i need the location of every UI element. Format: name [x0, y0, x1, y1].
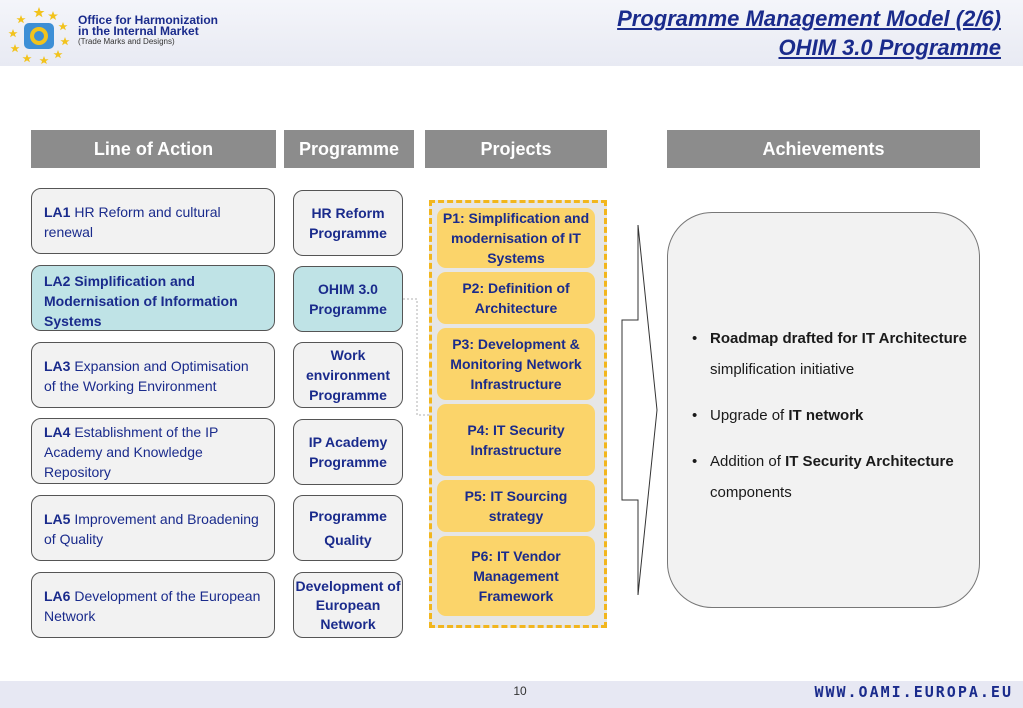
line-of-action-la5: LA5 Improvement and Broadening of Qualit… — [31, 495, 275, 561]
project-label: P2: Definition of Architecture — [462, 280, 570, 316]
page-number: 10 — [513, 684, 527, 698]
la-text: Expansion and Optimisation of the Workin… — [44, 358, 249, 394]
achievements-panel: • Roadmap drafted for IT Architecture sim… — [667, 212, 980, 608]
programme-european-network: Development of European Network — [293, 572, 403, 638]
programme-ip-academy: IP Academy Programme — [293, 419, 403, 485]
programme-ohim-3-0: OHIM 3.0 Programme — [293, 266, 403, 332]
la-code: LA3 — [44, 358, 71, 374]
programme-label: Work environment Programme — [305, 347, 390, 403]
project-label: P5: IT Sourcing strategy — [464, 488, 568, 524]
org-name-line1: Office for Harmonization — [78, 13, 219, 27]
column-header-achievements: Achievements — [667, 130, 980, 168]
bullet-icon: • — [692, 453, 698, 470]
achievement-pre: Upgrade of — [710, 407, 789, 424]
project-label: P3: Development & Monitoring Network Inf… — [450, 336, 582, 392]
footer-url-link[interactable]: WWW.OAMI.EUROPA.EU — [814, 683, 1013, 701]
footer-band — [0, 681, 1023, 708]
org-name-line3: (Trade Marks and Designs) — [78, 37, 175, 46]
project-p2: P2: Definition of Architecture — [437, 272, 595, 324]
column-header-line-of-action: Line of Action — [31, 130, 276, 168]
programme-quality: Programme Quality — [293, 495, 403, 561]
la-code: LA1 — [44, 204, 71, 220]
line-of-action-la1: LA1 HR Reform and cultural renewal — [31, 188, 275, 254]
la-code: LA5 — [44, 511, 71, 527]
slide-title: Programme Management Model (2/6) OHIM 3.… — [617, 4, 1001, 62]
programme-hr-reform: HR Reform Programme — [293, 190, 403, 256]
column-header-programme: Programme — [284, 130, 414, 168]
programme-label: Programme Quality — [309, 508, 387, 548]
header-band — [0, 0, 1023, 66]
la-code: LA2 — [44, 273, 71, 289]
programme-label: Development of European Network — [295, 577, 401, 632]
programme-label: IP Academy Programme — [308, 434, 388, 470]
project-p4: P4: IT Security Infrastructure — [437, 404, 595, 476]
org-name-line2: in the Internal Market — [78, 24, 199, 38]
achievement-item: • Roadmap drafted for IT Architecture sim… — [690, 323, 970, 385]
la-code: LA6 — [44, 588, 71, 604]
la-code: LA4 — [44, 424, 71, 440]
project-label: P1: Simplification and modernisation of … — [442, 210, 590, 266]
achievement-pre: Addition of — [710, 453, 786, 470]
programme-work-environment: Work environment Programme — [293, 342, 403, 408]
la-text: HR Reform and cultural renewal — [44, 204, 221, 240]
achievement-bold: IT network — [788, 407, 864, 424]
line-of-action-la2: LA2 Simplification and Modernisation of … — [31, 265, 275, 331]
la-text: Establishment of the IP Academy and Know… — [44, 424, 219, 480]
project-p3: P3: Development & Monitoring Network Inf… — [437, 328, 595, 400]
achievement-bold: Roadmap drafted for IT Architecture — [710, 330, 967, 347]
chevron-right-arrow-icon — [621, 225, 658, 595]
programme-label: HR Reform Programme — [309, 205, 387, 241]
project-label: P4: IT Security Infrastructure — [467, 422, 565, 458]
organization-name: Office for Harmonization in the Internal… — [78, 13, 219, 47]
project-p1: P1: Simplification and modernisation of … — [437, 208, 595, 268]
la-text: Improvement and Broadening of Quality — [44, 511, 259, 547]
line-of-action-la6: LA6 Development of the European Network — [31, 572, 275, 638]
ohim-logo-icon — [8, 7, 70, 64]
achievement-rest: simplification initiative — [710, 361, 855, 378]
bullet-icon: • — [692, 330, 698, 347]
column-header-projects: Projects — [425, 130, 607, 168]
bullet-icon: • — [692, 407, 698, 424]
line-of-action-la3: LA3 Expansion and Optimisation of the Wo… — [31, 342, 275, 408]
achievement-item: • Addition of IT Security Architecture co… — [690, 446, 970, 508]
programme-connector-line — [403, 298, 437, 416]
project-label: P6: IT Vendor Management Framework — [471, 548, 561, 604]
achievement-item: • Upgrade of IT network — [690, 400, 970, 431]
la-text: Development of the European Network — [44, 588, 261, 624]
la-text: Simplification and Modernisation of Info… — [44, 273, 238, 329]
achievement-rest: components — [710, 484, 792, 501]
project-p5: P5: IT Sourcing strategy — [437, 480, 595, 532]
achievement-bold: IT Security Architecture — [785, 453, 954, 470]
slide-title-line1: Programme Management Model (2/6) — [617, 6, 1001, 31]
programme-label: OHIM 3.0 Programme — [309, 281, 387, 317]
project-p6: P6: IT Vendor Management Framework — [437, 536, 595, 616]
line-of-action-la4: LA4 Establishment of the IP Academy and … — [31, 418, 275, 484]
slide-title-line2: OHIM 3.0 Programme — [778, 35, 1001, 60]
achievements-list: • Roadmap drafted for IT Architecture sim… — [690, 323, 970, 523]
